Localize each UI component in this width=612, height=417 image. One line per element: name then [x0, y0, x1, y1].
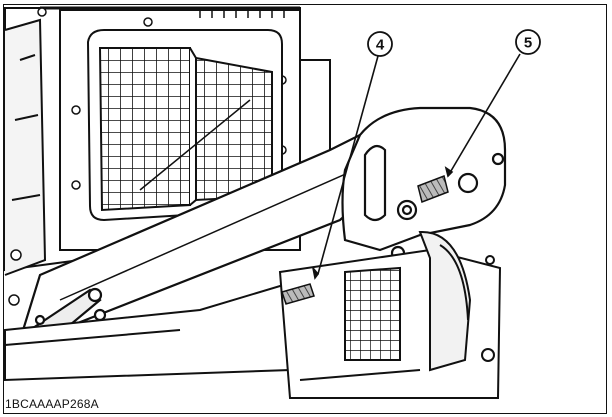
arm-plate: [341, 106, 507, 261]
figure-code: 1BCAAAAP268A: [5, 397, 99, 411]
leader-line-4: [312, 55, 379, 280]
leader-line-5: [444, 53, 521, 178]
decal-label-5: [417, 174, 449, 204]
callout-4: 4: [367, 31, 393, 57]
callout-5: 5: [515, 29, 541, 55]
engine-housing: [278, 230, 502, 399]
callout-5-number: 5: [524, 35, 532, 52]
decal-label-4: [281, 283, 315, 305]
callout-4-number: 4: [376, 37, 385, 54]
side-window: [86, 29, 283, 222]
